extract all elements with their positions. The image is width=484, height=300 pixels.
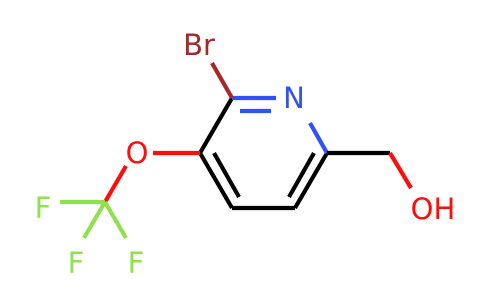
fluorine-label-left: F [35, 191, 52, 225]
bond-c2-c3 [198, 96, 234, 155]
bond-n-c6 [308, 121, 329, 155]
bond-cf3-f3 [103, 200, 128, 240]
bond-c3-c4-inner [212, 151, 241, 199]
ether-oxygen-label: O [126, 136, 149, 170]
nitrogen-label: N [283, 81, 305, 115]
atom-labels: Br N O OH F F F [35, 28, 456, 280]
bond-cf3-f2 [82, 200, 107, 240]
bond-c5-c6 [293, 151, 329, 210]
hydroxyl-label: OH [411, 192, 456, 226]
bond-c3-c4 [198, 151, 234, 210]
bond-c2-br [210, 61, 234, 100]
bromine-label: Br [183, 28, 215, 62]
fluorine-label-bottom-left: F [68, 246, 85, 280]
bond-ch2-oh [388, 151, 413, 190]
ring-bonds [198, 95, 329, 211]
bond-o-cf3 [103, 164, 128, 204]
bond-c5-c6-inner [287, 151, 316, 199]
substituent-bonds [60, 61, 413, 240]
fluorine-label-bottom-right: F [128, 246, 145, 280]
